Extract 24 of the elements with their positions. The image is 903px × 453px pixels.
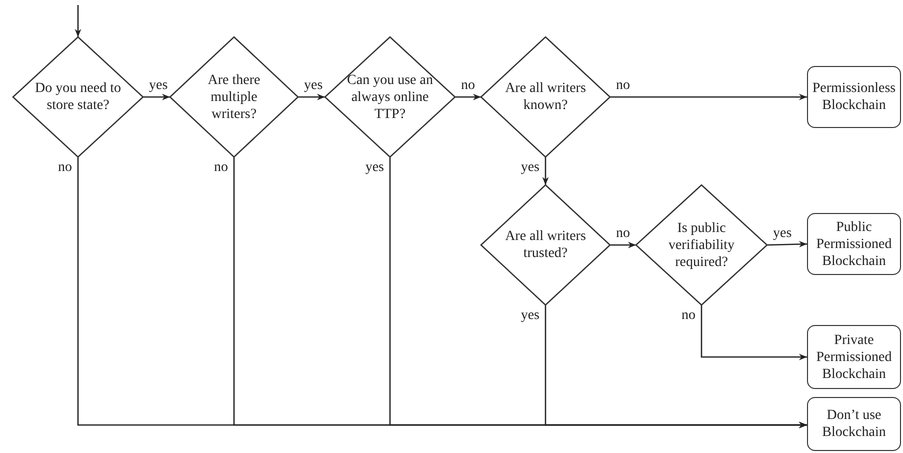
question-text: Can you use an always online TTP? (346, 72, 434, 122)
question-text: Do you need to store state? (34, 80, 122, 114)
arrow (610, 94, 807, 100)
arrow (143, 94, 170, 100)
outcome-box (807, 213, 901, 275)
question-text: Are all writers known? (504, 80, 587, 114)
question-text: Is public verifiability required? (667, 220, 736, 270)
outcome-text: Permissionless Blockchain (811, 80, 897, 114)
outcome-box (807, 66, 901, 128)
outcome-text: Private Permissioned Blockchain (815, 332, 893, 382)
arrow (542, 157, 549, 185)
arrow (766, 241, 808, 248)
outcome-text: Public Permissioned Blockchain (815, 218, 893, 270)
outcome-text: Don’t use Blockchain (821, 407, 887, 441)
outcome-box (807, 325, 901, 389)
question-text: Are all writers trusted? (504, 228, 587, 262)
arrow (455, 94, 481, 100)
question-text: Are there multiple writers? (206, 72, 262, 122)
arrow (74, 5, 82, 37)
arrow (544, 305, 807, 428)
arrow (700, 305, 807, 360)
arrow (298, 94, 325, 100)
arrow (610, 242, 636, 248)
outcome-box (807, 397, 901, 451)
